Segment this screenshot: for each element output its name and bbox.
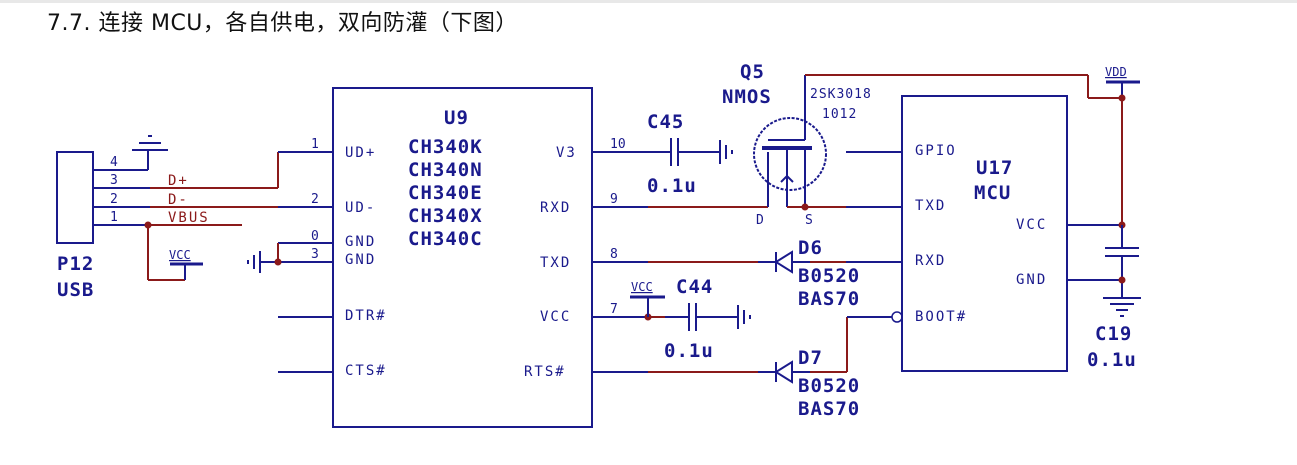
net-label-dminus: D- [168, 192, 189, 208]
pin-num: 3 [110, 173, 118, 188]
chip-u9: U9 CH340K CH340N CH340E CH340X CH340C UD… [247, 87, 626, 428]
junction-dot [1118, 276, 1126, 284]
pin-label: RXD [540, 200, 571, 216]
pin-label: RTS# [524, 364, 566, 380]
pin-num: 1 [311, 137, 319, 152]
net-label-vbus: VBUS [168, 210, 210, 226]
vcc-label: VCC [631, 280, 653, 294]
pin-label: GND [345, 234, 376, 250]
value-c19: 0.1u [1087, 349, 1137, 371]
pin-label: GPIO [915, 143, 957, 159]
pin-label: VCC [1016, 217, 1047, 233]
junction-dot [274, 258, 282, 266]
ref-d6: D6 [798, 237, 823, 259]
mcu-body [901, 95, 1068, 372]
vcc-label: VCC [169, 248, 191, 262]
ref-c45: C45 [647, 111, 684, 133]
chip-body [332, 87, 593, 428]
ref-d7: D7 [798, 347, 823, 369]
ref-q5: Q5 [740, 61, 765, 83]
pin-label: VCC [540, 309, 571, 325]
pin-num: 10 [610, 137, 626, 152]
pin-label: V3 [556, 145, 577, 161]
usb-connector-p12: VCC 4 3 2 1 D+ D- VBUS P12 USB [56, 135, 333, 301]
capacitor-c44: VCC C44 0.1u [592, 276, 751, 362]
pin-label: CTS# [345, 363, 387, 379]
connector-body [56, 151, 94, 244]
pin-num: 4 [110, 155, 118, 170]
vdd-label: VDD [1105, 65, 1127, 79]
pin-num: 8 [610, 247, 618, 262]
capacitor-c19: VDD C19 0.1u [1087, 65, 1141, 371]
part-name: CH340K [408, 136, 483, 158]
part-name: CH340N [408, 159, 483, 181]
source-label: S [805, 213, 813, 228]
pin-num: 2 [311, 192, 319, 207]
value-c44: 0.1u [664, 340, 714, 362]
name-usb: USB [57, 279, 94, 301]
net-label-dplus: D+ [168, 173, 189, 189]
ref-c44: C44 [676, 276, 713, 298]
mcu-u17: GPIO TXD RXD BOOT# VCC GND U17 MCU [901, 95, 1122, 372]
code-q5: 1012 [822, 107, 857, 122]
part-d6-alt: BAS70 [798, 288, 860, 310]
pin-num: 9 [610, 192, 618, 207]
drain-label: D [756, 213, 764, 228]
mosfet-icon [753, 117, 827, 191]
pin-label: GND [345, 252, 376, 268]
pin-label: BOOT# [915, 309, 967, 325]
part-q5: 2SK3018 [810, 87, 872, 102]
diode-d6: D6 B0520 BAS70 [592, 237, 902, 310]
pin-label: UD- [345, 200, 376, 216]
pin-num: 0 [311, 229, 319, 244]
part-d6: B0520 [798, 265, 860, 287]
pin-label: RXD [915, 253, 946, 269]
pin-label: UD+ [345, 145, 376, 161]
ref-u17: U17 [976, 157, 1013, 179]
part-name: CH340X [408, 205, 483, 227]
part-d7: B0520 [798, 375, 860, 397]
value-c45: 0.1u [647, 175, 697, 197]
part-name: CH340E [408, 182, 483, 204]
pin-num: 1 [110, 210, 118, 225]
pin-label: TXD [540, 255, 571, 271]
ref-u9: U9 [444, 107, 469, 129]
pin-label: GND [1016, 272, 1047, 288]
pin-label: DTR# [345, 308, 387, 324]
pin-num: 3 [311, 247, 319, 262]
nmos-q5: Q5 NMOS 2SK3018 1012 D S [592, 61, 1088, 228]
capacitor-c45: C45 0.1u [592, 111, 733, 197]
top-border [0, 0, 1297, 3]
ref-p12: P12 [57, 253, 94, 275]
ref-c19: C19 [1095, 323, 1132, 345]
diode-d7: D7 B0520 BAS70 [592, 311, 903, 420]
pin-label: TXD [915, 198, 946, 214]
inverter-bubble-icon [891, 311, 903, 323]
diode-icon [774, 250, 793, 274]
pin-num: 7 [610, 302, 618, 317]
junction-dot [801, 203, 809, 211]
section-heading: 7.7. 连接 MCU，各自供电，双向防灌（下图） [47, 11, 518, 36]
name-mcu: MCU [974, 182, 1011, 204]
pin-num: 2 [110, 192, 118, 207]
diode-icon [774, 360, 793, 384]
part-name: CH340C [408, 228, 483, 250]
type-q5: NMOS [722, 86, 772, 108]
arrow-icon [780, 174, 794, 183]
part-d7-alt: BAS70 [798, 398, 860, 420]
